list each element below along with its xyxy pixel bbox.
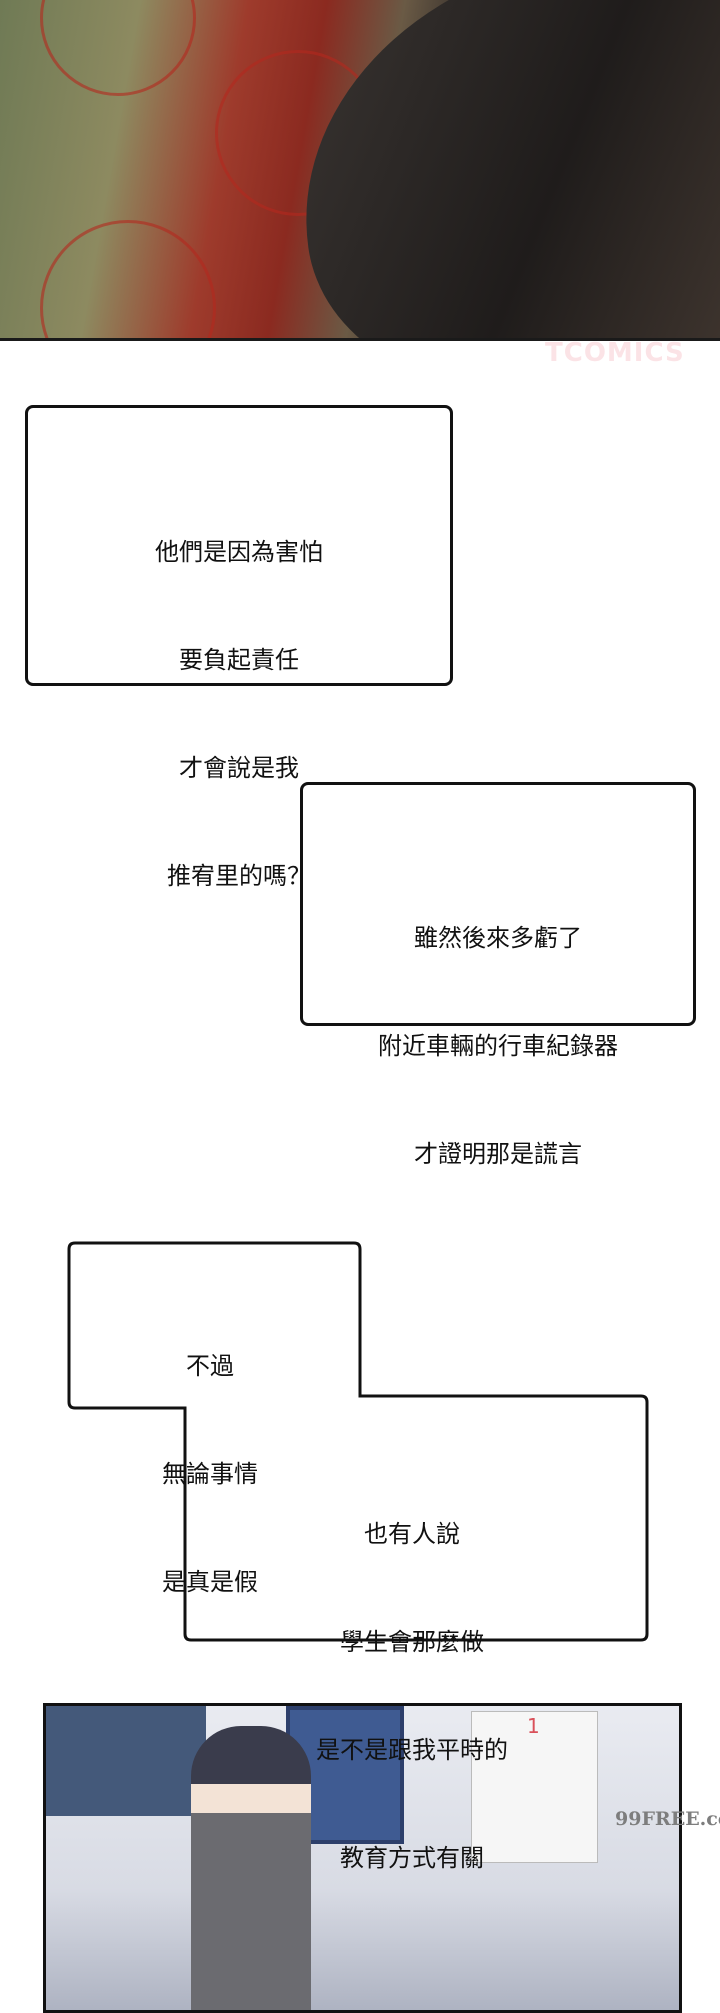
watermark-99free: 99FREE.cc — [615, 1808, 720, 1830]
text-line: 他們是因為害怕 — [155, 538, 323, 566]
text-line: 教育方式有關 — [340, 1844, 484, 1872]
text-line: 才會說是我 — [179, 754, 299, 782]
speech-text-1: 他們是因為害怕 要負起責任 才會說是我 推宥里的嗎？ — [25, 462, 453, 930]
character-teacher — [191, 1726, 311, 2010]
text-line: 才證明那是謊言 — [414, 1140, 582, 1168]
text-line: 是不是跟我平時的 — [316, 1736, 508, 1764]
wall-calendar: 1 — [471, 1711, 598, 1863]
bulletin-board — [46, 1706, 206, 1816]
text-line: 學生會那麼做 — [340, 1628, 484, 1656]
comic-panel-office: 1 — [43, 1703, 682, 2013]
text-line: 附近車輛的行車紀錄器 — [378, 1032, 618, 1060]
speech-box-2 — [300, 782, 696, 1026]
calendar-month: 1 — [527, 1714, 540, 1738]
target-ring — [40, 0, 196, 96]
speech-text-4: 也有人說 學生會那麼做 是不是跟我平時的 教育方式有關 — [262, 1444, 562, 1912]
text-line: 不過 — [186, 1352, 234, 1380]
text-line: 推宥里的嗎？ — [167, 862, 311, 890]
text-line: 雖然後來多虧了 — [414, 924, 582, 952]
text-line: 也有人說 — [364, 1520, 460, 1548]
text-line: 要負起責任 — [179, 646, 299, 674]
watermark-tcomics: TCOMICS — [545, 338, 685, 368]
speech-box-1 — [25, 405, 453, 686]
target-ring — [40, 220, 216, 338]
comic-panel-blood-target — [0, 0, 720, 341]
speech-text-2: 雖然後來多虧了 附近車輛的行車紀錄器 才證明那是謊言 — [300, 848, 696, 1208]
character-hair — [273, 0, 720, 338]
